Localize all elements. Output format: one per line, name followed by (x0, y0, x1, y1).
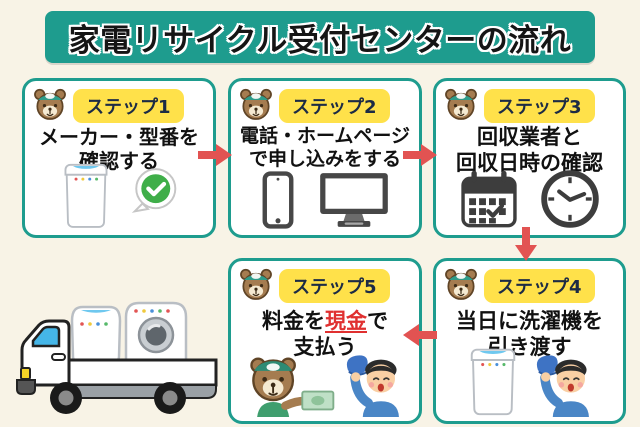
bear-mascot-icon (237, 266, 275, 302)
step-3-icons (436, 169, 623, 229)
arrow-step1-to-step2-icon (198, 144, 232, 166)
arrow-step2-to-step3-icon (403, 144, 437, 166)
truck-washer-front-load (124, 301, 188, 363)
step-4-badge: ステップ4 (484, 269, 595, 303)
step-1-card: ステップ1 メーカー・型番を 確認する (22, 78, 216, 238)
pickup-truck-illustration (8, 293, 220, 419)
step-5-card: ステップ5 料金を現金で 支払う (228, 258, 422, 424)
step-4-icons (436, 343, 623, 417)
bear-mascot-icon (442, 86, 480, 122)
desktop-monitor-icon (319, 171, 389, 229)
calendar-icon (460, 169, 518, 229)
bear-mascot-icon (237, 86, 275, 122)
arrow-step3-to-step4-icon (515, 227, 537, 261)
step-3-card: ステップ3 回収業者と 回収日時の確認 (433, 78, 626, 238)
page-title: 家電リサイクル受付センターの流れ (68, 22, 572, 59)
step-2-line2: で申し込みをする (248, 148, 401, 171)
washing-machine-icon (464, 343, 522, 417)
man-with-cap-icon (530, 351, 596, 417)
truck-washer-top-load (70, 305, 122, 363)
step-2-line1: 電話・ホームページ (239, 125, 411, 147)
step-3-badge: ステップ3 (484, 89, 595, 123)
washing-machine-icon (58, 159, 114, 229)
bear-mascot-icon (442, 266, 480, 302)
step-5-cash-highlight: 現金 (325, 309, 367, 333)
bear-mascot-icon (31, 86, 69, 122)
step-1-text: メーカー・型番を 確認する (25, 125, 213, 174)
step-5-line1-pre: 料金を (262, 309, 325, 333)
step-4-line1: 当日に洗濯機を (456, 309, 603, 333)
step-4-text: 当日に洗濯機を 引き渡す (436, 309, 623, 360)
step-3-line1: 回収業者と (477, 125, 582, 149)
step-4-card: ステップ4 当日に洗濯機を 引き渡す (433, 258, 626, 424)
step-2-text: 電話・ホームページ で申し込みをする (231, 125, 419, 171)
step-3-line2: 回収日時の確認 (456, 150, 603, 175)
step-5-text: 料金を現金で 支払う (231, 309, 419, 360)
arrow-step4-to-step5-icon (403, 324, 437, 346)
step-5-line1-post: で (367, 309, 388, 333)
step-5-badge: ステップ5 (279, 269, 390, 303)
bear-paying-money-icon (244, 353, 338, 417)
step-2-badge: ステップ2 (279, 89, 390, 123)
step-5-icons (231, 351, 419, 417)
step-2-icons (231, 171, 419, 229)
clock-icon (540, 169, 600, 229)
smartphone-icon (261, 171, 295, 229)
step-5-line2: 支払う (293, 334, 357, 359)
step-1-icons (25, 159, 213, 229)
man-with-cap-icon (340, 351, 406, 417)
title-banner: 家電リサイクル受付センターの流れ (45, 11, 595, 63)
check-bubble-icon (130, 166, 180, 216)
step-3-text: 回収業者と 回収日時の確認 (436, 125, 623, 176)
step-1-line1: メーカー・型番を (39, 125, 199, 149)
step-2-card: ステップ2 電話・ホームページ で申し込みをする (228, 78, 422, 238)
step-1-badge: ステップ1 (73, 89, 184, 123)
